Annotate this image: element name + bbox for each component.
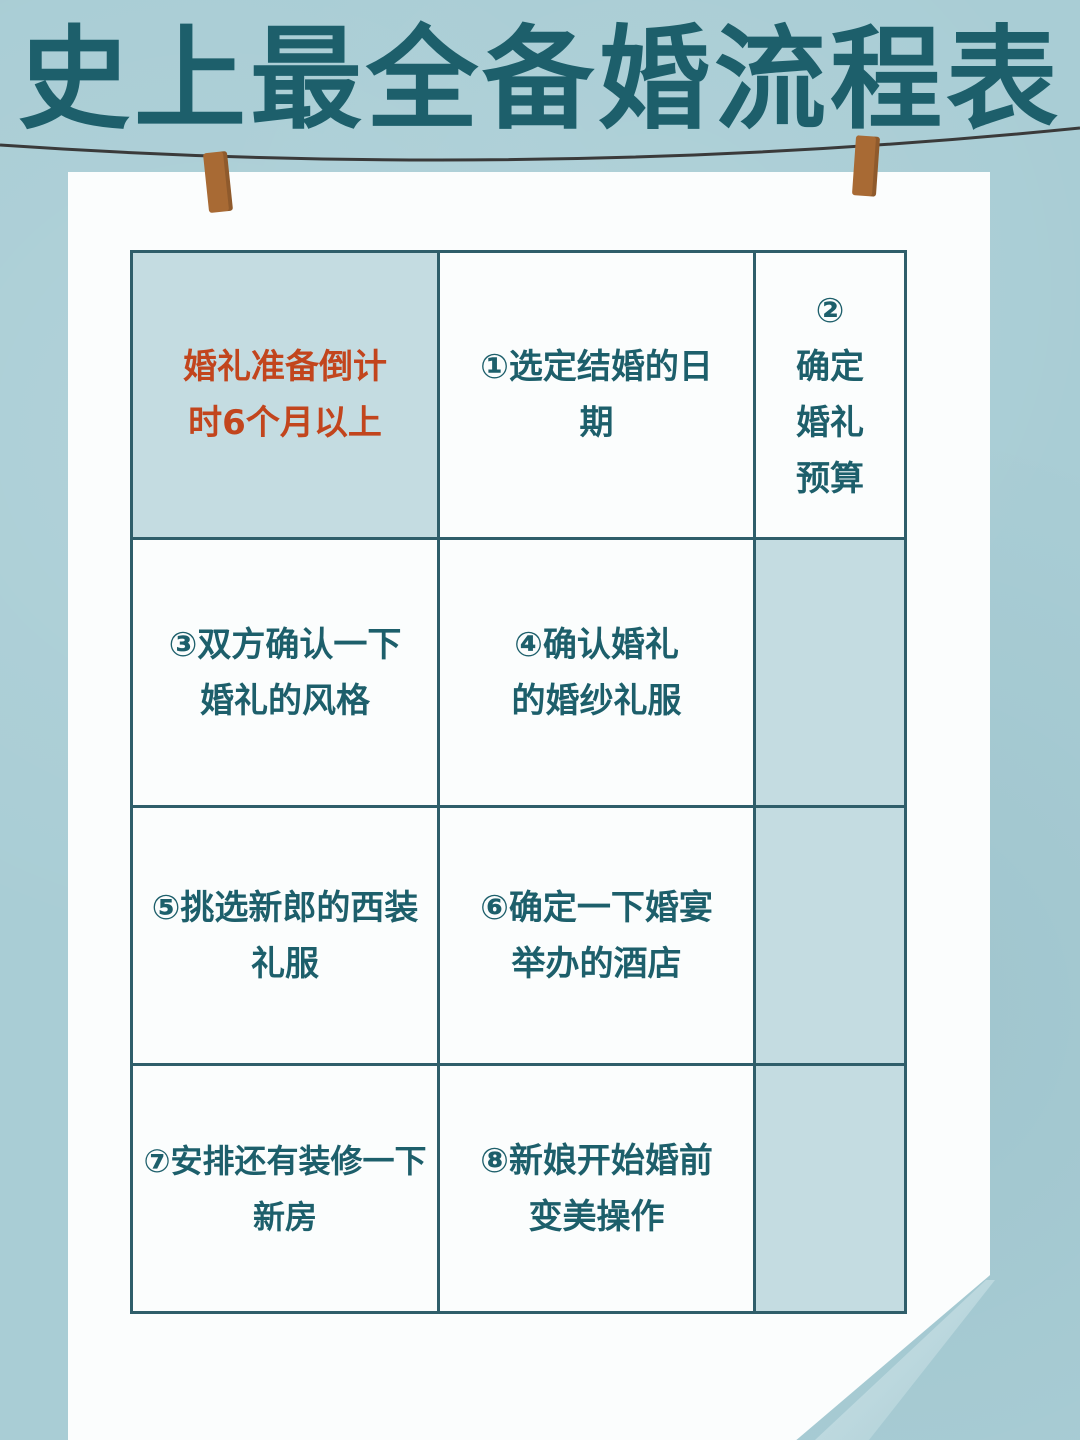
- step-2-line4: 预算: [796, 459, 864, 499]
- step-5-cell: ⑤挑选新郎的西装 礼服: [130, 808, 440, 1066]
- step-2-line3: 婚礼: [796, 403, 864, 443]
- step-3-line2: 婚礼的风格: [199, 680, 370, 721]
- countdown-header-line1: 婚礼准备倒计: [183, 347, 387, 387]
- empty-cell-row4: [756, 1066, 907, 1314]
- step-4-line2: 的婚纱礼服: [511, 680, 682, 721]
- page-title: 史上最全备婚流程表: [18, 15, 1062, 145]
- step-7-line1: ⑦安排还有装修一下: [143, 1141, 427, 1180]
- step-1-line1: ①选定结婚的日: [480, 347, 713, 387]
- wedding-timeline-grid: 婚礼准备倒计 时6个月以上 ①选定结婚的日 期 ② 确定 婚礼 预算 ③双方确认…: [130, 250, 907, 1314]
- step-2-line1: ②: [815, 291, 845, 331]
- step-6-line1: ⑥确定一下婚宴: [480, 887, 713, 928]
- step-6-cell: ⑥确定一下婚宴 举办的酒店: [440, 808, 756, 1066]
- step-4-cell: ④确认婚礼 的婚纱礼服: [440, 540, 756, 808]
- step-4-line1: ④确认婚礼: [514, 624, 679, 665]
- right-clothespin: [851, 135, 881, 197]
- step-5-line1: ⑤挑选新郎的西装: [151, 887, 419, 928]
- countdown-header-cell: 婚礼准备倒计 时6个月以上: [130, 250, 440, 540]
- step-8-line1: ⑧新娘开始婚前: [480, 1140, 713, 1181]
- step-3-line1: ③双方确认一下: [168, 624, 402, 665]
- empty-cell-row2: [756, 540, 907, 808]
- step-2-line2: 确定: [796, 347, 864, 387]
- step-2-cell: ② 确定 婚礼 预算: [756, 250, 907, 540]
- step-1-line2: 期: [579, 403, 614, 443]
- countdown-header-line2: 时6个月以上: [188, 403, 382, 443]
- step-8-line2: 变美操作: [528, 1196, 665, 1237]
- step-8-cell: ⑧新娘开始婚前 变美操作: [440, 1066, 756, 1314]
- step-7-cell: ⑦安排还有装修一下 新房: [130, 1066, 440, 1314]
- step-5-line2: 礼服: [250, 943, 319, 984]
- clothesline: [0, 126, 1080, 162]
- step-7-line2: 新房: [252, 1197, 317, 1236]
- step-6-line2: 举办的酒店: [511, 943, 682, 984]
- empty-cell-row3: [756, 808, 907, 1066]
- step-1-cell: ①选定结婚的日 期: [440, 250, 756, 540]
- step-3-cell: ③双方确认一下 婚礼的风格: [130, 540, 440, 808]
